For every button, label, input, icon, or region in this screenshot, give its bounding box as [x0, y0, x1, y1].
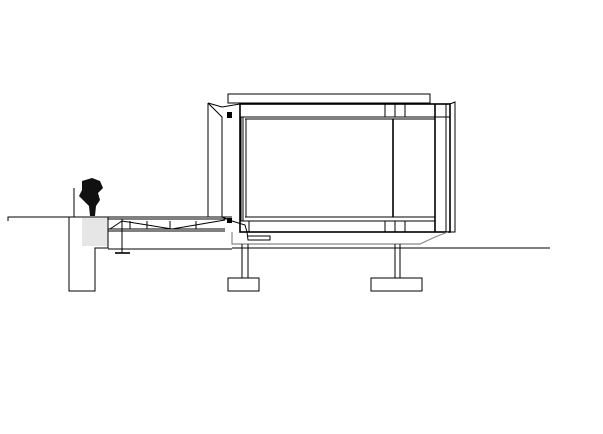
deck-truss — [108, 216, 232, 254]
retaining-wall — [68, 216, 109, 292]
plant-icon — [73, 178, 103, 217]
roof-cap — [227, 93, 431, 104]
ground-line — [7, 216, 550, 249]
facade-left — [207, 102, 271, 241]
building-frame — [239, 101, 456, 233]
underfloor-line — [231, 231, 449, 245]
pier-left — [227, 244, 260, 292]
pier-right — [370, 244, 423, 292]
